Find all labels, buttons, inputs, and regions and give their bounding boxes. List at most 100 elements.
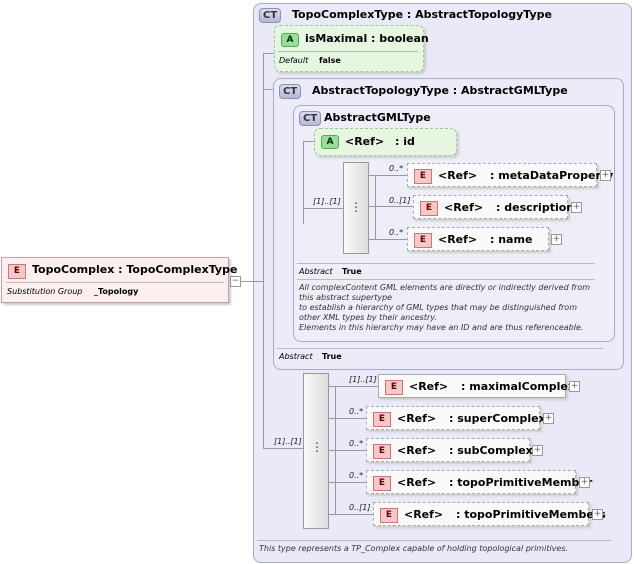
connector	[303, 141, 304, 224]
element-icon: E	[414, 233, 432, 248]
sequence-icon: ⋮	[311, 440, 323, 454]
cardinality: 0..[1]	[349, 503, 371, 512]
element-super-complex[interactable]: E <Ref> : superComplex	[366, 406, 546, 430]
element-icon: E	[380, 508, 398, 523]
connector	[263, 89, 277, 90]
expand-toggle[interactable]: +	[579, 477, 590, 488]
expand-toggle[interactable]: +	[592, 509, 603, 520]
doc-line: this abstract supertype	[299, 293, 393, 302]
abstract-label: Abstract	[279, 352, 313, 361]
element-topo-primitive-members[interactable]: E <Ref> : topoPrimitiveMembers	[373, 502, 606, 526]
doc-line: to establish a hierarchy of GML types th…	[299, 303, 577, 312]
connector	[329, 418, 366, 419]
default-value: false	[319, 56, 341, 65]
attribute-is-maximal[interactable]: A isMaximal : boolean Default false	[274, 25, 429, 72]
element-ref: <Ref>	[397, 444, 437, 457]
element-name: : description	[496, 201, 575, 214]
documentation: This type represents a TP_Complex capabl…	[259, 544, 569, 553]
connector	[263, 53, 275, 54]
divider	[297, 263, 595, 264]
connector	[329, 386, 378, 387]
sequence-compositor-topo[interactable]	[303, 373, 329, 529]
element-topo-primitive-member[interactable]: E <Ref> : topoPrimitiveMember	[366, 470, 592, 494]
root-element-topo-complex[interactable]: E TopoComplex : TopoComplexType Substitu…	[1, 257, 237, 303]
element-icon: E	[373, 444, 391, 459]
attribute-label: isMaximal : boolean	[305, 32, 429, 45]
connector	[369, 175, 407, 176]
abstract-gml-type-title: AbstractGMLType	[324, 111, 431, 124]
element-icon: E	[414, 169, 432, 184]
abstract-label: Abstract	[299, 267, 333, 276]
connector	[263, 448, 303, 449]
element-icon: E	[385, 380, 403, 395]
element-icon: E	[420, 201, 438, 216]
element-maximal-complex[interactable]: E <Ref> : maximalComplex	[378, 374, 575, 398]
cardinality: 0..*	[389, 164, 404, 173]
element-icon: E	[8, 264, 26, 279]
element-description[interactable]: E <Ref> : description	[413, 195, 574, 219]
element-sub-complex[interactable]: E <Ref> : subComplex	[366, 438, 533, 462]
attribute-id[interactable]: A <Ref> : id	[314, 128, 457, 156]
doc-line: Elements in this hierarchy may have an I…	[299, 323, 584, 332]
attribute-icon: A	[281, 33, 299, 47]
divider	[6, 282, 224, 283]
element-ref: <Ref>	[397, 476, 437, 489]
element-ref: <Ref>	[438, 169, 478, 182]
element-name-ref[interactable]: E <Ref> : name	[407, 227, 549, 251]
element-ref: <Ref>	[438, 233, 478, 246]
divider	[297, 279, 595, 280]
expand-toggle[interactable]: +	[571, 202, 582, 213]
cardinality: 0..*	[349, 471, 364, 480]
collapse-toggle[interactable]: −	[230, 276, 241, 287]
doc-line: All complexContent GML elements are dire…	[299, 283, 591, 292]
element-ref: <Ref>	[409, 380, 449, 393]
complex-type-icon: CT	[259, 8, 282, 23]
attribute-icon: A	[321, 135, 339, 149]
expand-toggle[interactable]: +	[569, 381, 580, 392]
cardinality: 0..*	[349, 407, 364, 416]
expand-toggle[interactable]: +	[532, 445, 543, 456]
element-name: : subComplex	[449, 444, 533, 457]
connector	[303, 208, 343, 209]
abstract-value: True	[322, 352, 342, 361]
documentation: All complexContent GML elements are dire…	[299, 283, 599, 333]
cardinality: 0..*	[349, 439, 364, 448]
element-name: : superComplex	[449, 412, 546, 425]
doc-line: other XML types by their ancestry.	[299, 313, 437, 322]
expand-toggle[interactable]: +	[551, 234, 562, 245]
connector	[263, 53, 264, 448]
cardinality: 0..*	[389, 228, 404, 237]
substitution-group-label: Substitution Group	[7, 287, 83, 296]
abstract-value: True	[342, 267, 362, 276]
element-icon: E	[373, 476, 391, 491]
divider	[277, 348, 603, 349]
element-name: : name	[490, 233, 533, 246]
sequence-cardinality: [1]..[1]	[274, 437, 302, 446]
divider	[278, 51, 418, 52]
element-ref: <Ref>	[397, 412, 437, 425]
cardinality: [1]..[1]	[349, 375, 377, 384]
expand-toggle[interactable]: +	[600, 170, 611, 181]
sequence-icon: ⋮	[350, 200, 362, 214]
sequence-compositor-gml[interactable]	[343, 162, 369, 254]
connector	[329, 450, 366, 451]
connector	[329, 482, 366, 483]
element-ref: <Ref>	[404, 508, 444, 521]
topo-complex-type-title: TopoComplexType : AbstractTopologyType	[292, 8, 553, 21]
element-name: : metaDataProperty	[490, 169, 614, 182]
element-meta-data-property[interactable]: E <Ref> : metaDataProperty	[407, 163, 613, 187]
complex-type-icon: CT	[299, 111, 322, 126]
divider	[257, 540, 611, 541]
element-ref: <Ref>	[444, 201, 484, 214]
sequence-cardinality: [1]..[1]	[313, 197, 341, 206]
connector	[369, 206, 413, 207]
attribute-name: : id	[395, 135, 415, 148]
cardinality: 0..[1]	[389, 196, 411, 205]
element-name: : maximalComplex	[461, 380, 575, 393]
complex-type-icon: CT	[279, 84, 302, 99]
connector	[329, 514, 373, 515]
root-element-label: TopoComplex : TopoComplexType	[32, 263, 238, 276]
expand-toggle[interactable]: +	[543, 413, 554, 424]
connector	[369, 239, 407, 240]
element-icon: E	[373, 412, 391, 427]
